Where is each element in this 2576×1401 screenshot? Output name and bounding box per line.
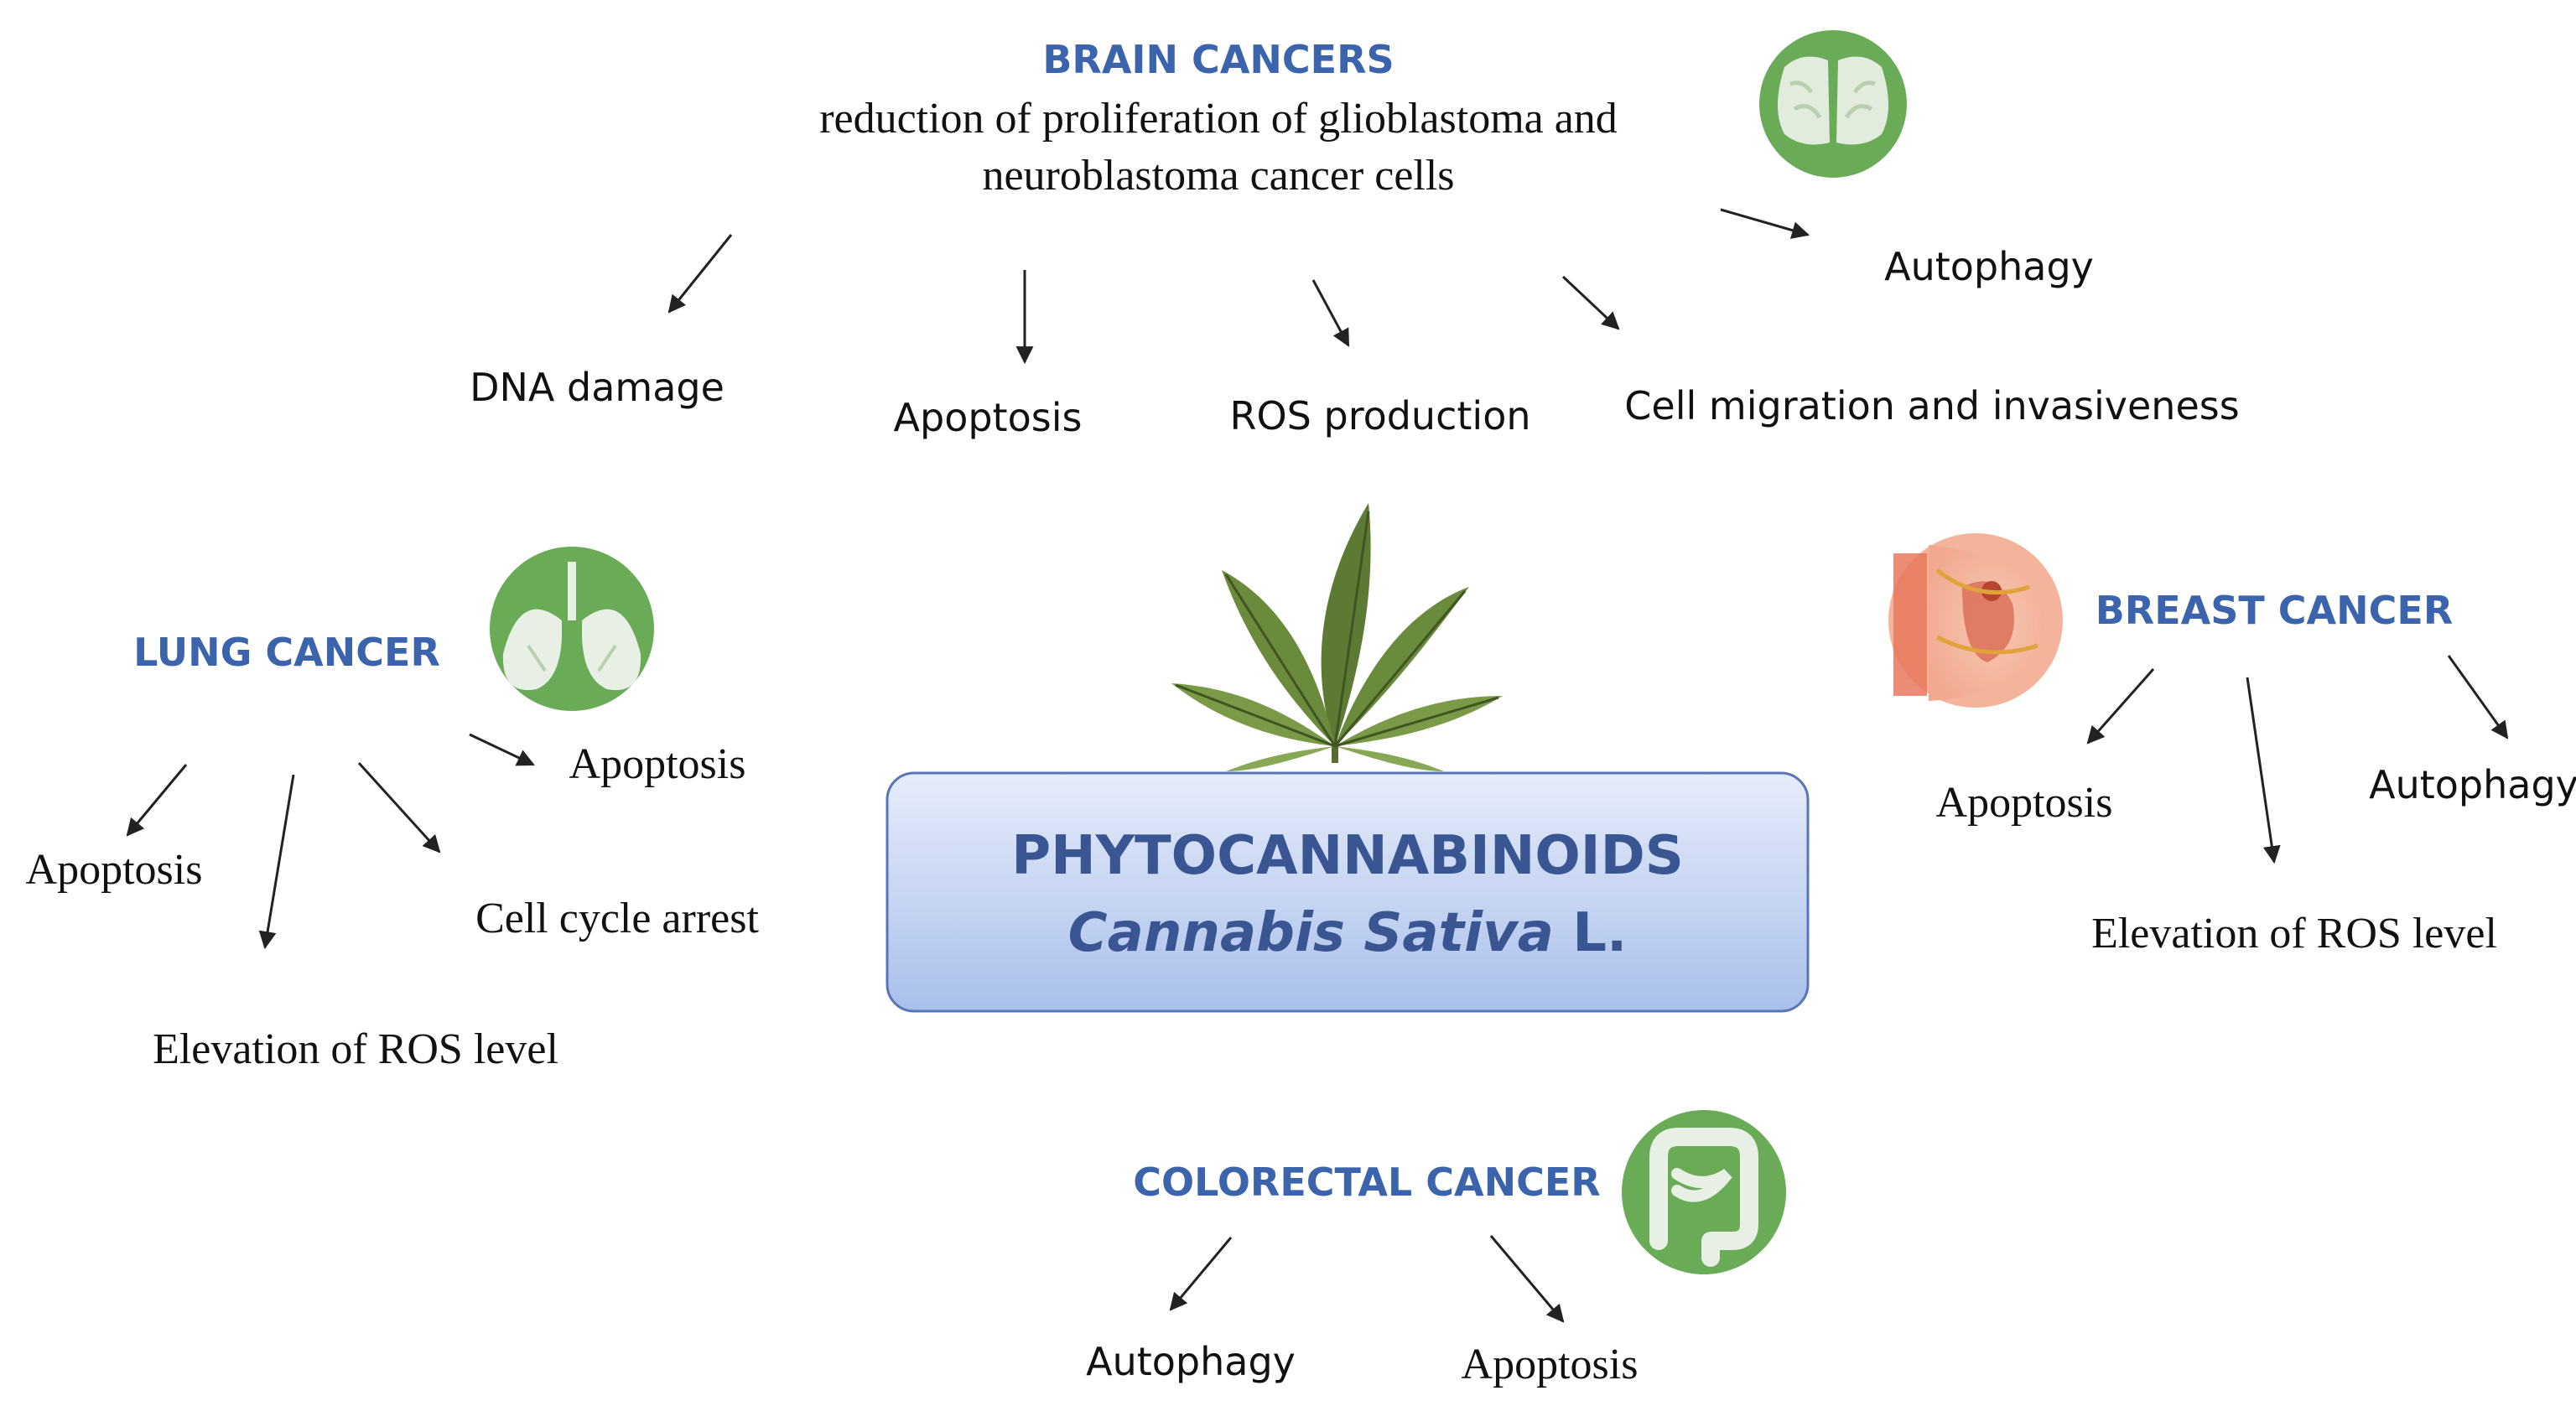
lung-effect-ros-elevation: Elevation of ROS level [153,1025,558,1073]
brain-cancer-title: BRAIN CANCERS [1042,37,1394,82]
arrow-to-breast-autophagy [2447,655,2509,739]
lung-cancer-group: LUNG CANCER Apoptosis Apoptosis Cell cyc… [26,547,759,1073]
arrow-to-lung-apoptosis-left [126,764,188,837]
brain-effect-autophagy: Autophagy [1884,244,2094,289]
cannabis-leaf-icon [1171,503,1503,771]
central-subtitle-italic: Cannabis Sativa [1068,902,1554,964]
breast-tissue-icon [1888,533,2063,708]
arrow-to-lung-ros [258,774,295,950]
lung-cancer-title: LUNG CANCER [133,630,440,675]
colorectal-cancer-group: COLORECTAL CANCER Autophagy Apoptosis [1086,1110,1786,1388]
lung-effect-cell-cycle-arrest: Cell cycle arrest [475,895,759,942]
arrow-to-lung-apoptosis-right [469,733,535,766]
breast-cancer-title: BREAST CANCER [2096,588,2454,633]
arrow-to-dna-damage [667,234,733,314]
colorectal-effect-autophagy: Autophagy [1086,1339,1296,1384]
lung-effect-apoptosis-left: Apoptosis [26,846,203,894]
brain-description-line1: reduction of proliferation of glioblasto… [819,95,1618,143]
arrow-to-colorectal-apoptosis [1489,1235,1565,1323]
arrow-to-cell-migration [1561,275,1620,330]
brain-effect-cell-migration: Cell migration and invasiveness [1624,383,2239,428]
breast-effect-ros-elevation: Elevation of ROS level [2091,910,2497,957]
central-box: PHYTOCANNABINOIDS Cannabis Sativa L. [886,771,1810,1013]
brain-cancer-group: BRAIN CANCERS reduction of proliferation… [470,30,2240,440]
brain-effect-ros-production: ROS production [1230,393,1531,438]
intestine-icon [1622,1110,1786,1274]
arrow-to-breast-ros [2246,677,2281,864]
arrow-to-colorectal-autophagy [1169,1237,1233,1311]
breast-effect-apoptosis: Apoptosis [1936,779,2113,827]
central-subtitle-suffix: L. [1554,902,1627,964]
colorectal-effect-apoptosis: Apoptosis [1462,1341,1639,1388]
colorectal-cancer-title: COLORECTAL CANCER [1133,1160,1600,1205]
central-title: PHYTOCANNABINOIDS [1011,825,1684,887]
breast-effect-autophagy: Autophagy [2369,762,2576,807]
lungs-icon [490,547,654,711]
brain-icon [1759,30,1907,178]
brain-effect-dna-damage: DNA damage [470,365,724,410]
arrow-to-cell-cycle-arrest [357,761,441,854]
central-subtitle: Cannabis Sativa L. [1068,902,1628,964]
arrow-to-brain-autophagy [1720,208,1810,239]
brain-description-line2: neuroblastoma cancer cells [982,152,1454,200]
arrow-to-breast-apoptosis [2086,668,2155,745]
arrow-to-ros-production [1311,279,1350,347]
lung-effect-apoptosis-right: Apoptosis [569,740,746,788]
breast-cancer-group: BREAST CANCER Apoptosis Autophagy Elevat… [1888,533,2576,957]
brain-effect-apoptosis: Apoptosis [894,395,1083,440]
